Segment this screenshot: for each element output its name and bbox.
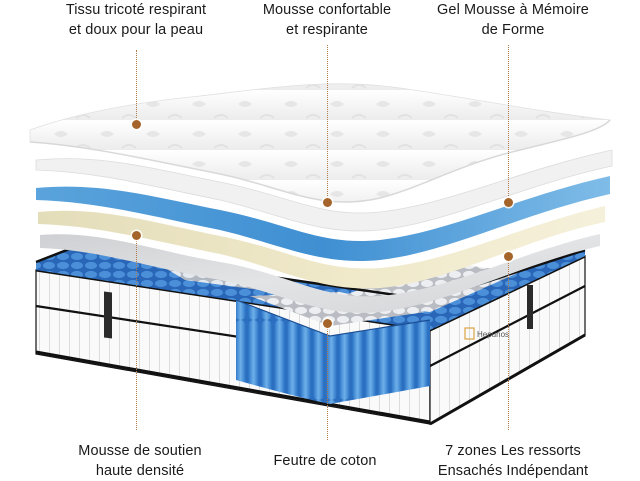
label-comfort-foam-line2: et respirante [286,22,368,38]
layer-gel-memory-foam [36,176,610,262]
marker-dot-pocket-springs [504,252,513,261]
label-support-foam-line1: Mousse de soutien [78,443,202,459]
marker-dot-knit-fabric [132,120,141,129]
brand-logo: Hepunos [464,327,509,340]
label-comfort-foam: Mousse confortable et respirante [237,0,417,40]
label-gel-memory-foam-line2: de Forme [481,22,545,38]
label-pocket-springs-line2: Ensachés Indépendant [437,463,589,479]
leader-line-support-foam [136,235,137,430]
label-pocket-springs-line1: 7 zones Les ressorts [445,443,581,459]
leader-line-cotton-felt [327,323,328,440]
marker-dot-gel-memory-foam [504,198,513,207]
leader-line-comfort-foam [327,45,328,202]
marker-dot-cotton-felt [323,319,332,328]
label-knit-fabric-line1: Tissu tricoté respirant [65,2,207,18]
label-gel-memory-foam: Gel Mousse à Mémoire de Forme [418,0,608,40]
marker-dot-comfort-foam [323,198,332,207]
label-knit-fabric-line2: et doux pour la peau [68,22,204,38]
leader-line-pocket-springs [508,256,509,430]
label-knit-fabric: Tissu tricoté respirant et doux pour la … [36,0,236,40]
brand-name: Hepunos [477,330,509,339]
layer-comfort-foam [35,149,613,232]
label-gel-memory-foam-line1: Gel Mousse à Mémoire [437,2,589,18]
leader-line-gel-memory-foam [508,45,509,202]
label-support-foam-line2: haute densité [95,463,185,479]
label-cotton-felt: Feutre de coton [250,451,400,471]
layer-cotton-felt [40,234,600,313]
label-pocket-springs: 7 zones Les ressorts Ensachés Indépendan… [408,441,618,481]
label-cotton-felt-line1: Feutre de coton [273,453,377,469]
leader-line-knit-fabric [136,50,137,124]
marker-dot-support-foam [132,231,141,240]
layer-support-foam [38,206,605,289]
label-comfort-foam-line1: Mousse confortable [262,2,392,18]
label-support-foam: Mousse de soutien haute densité [50,441,230,481]
